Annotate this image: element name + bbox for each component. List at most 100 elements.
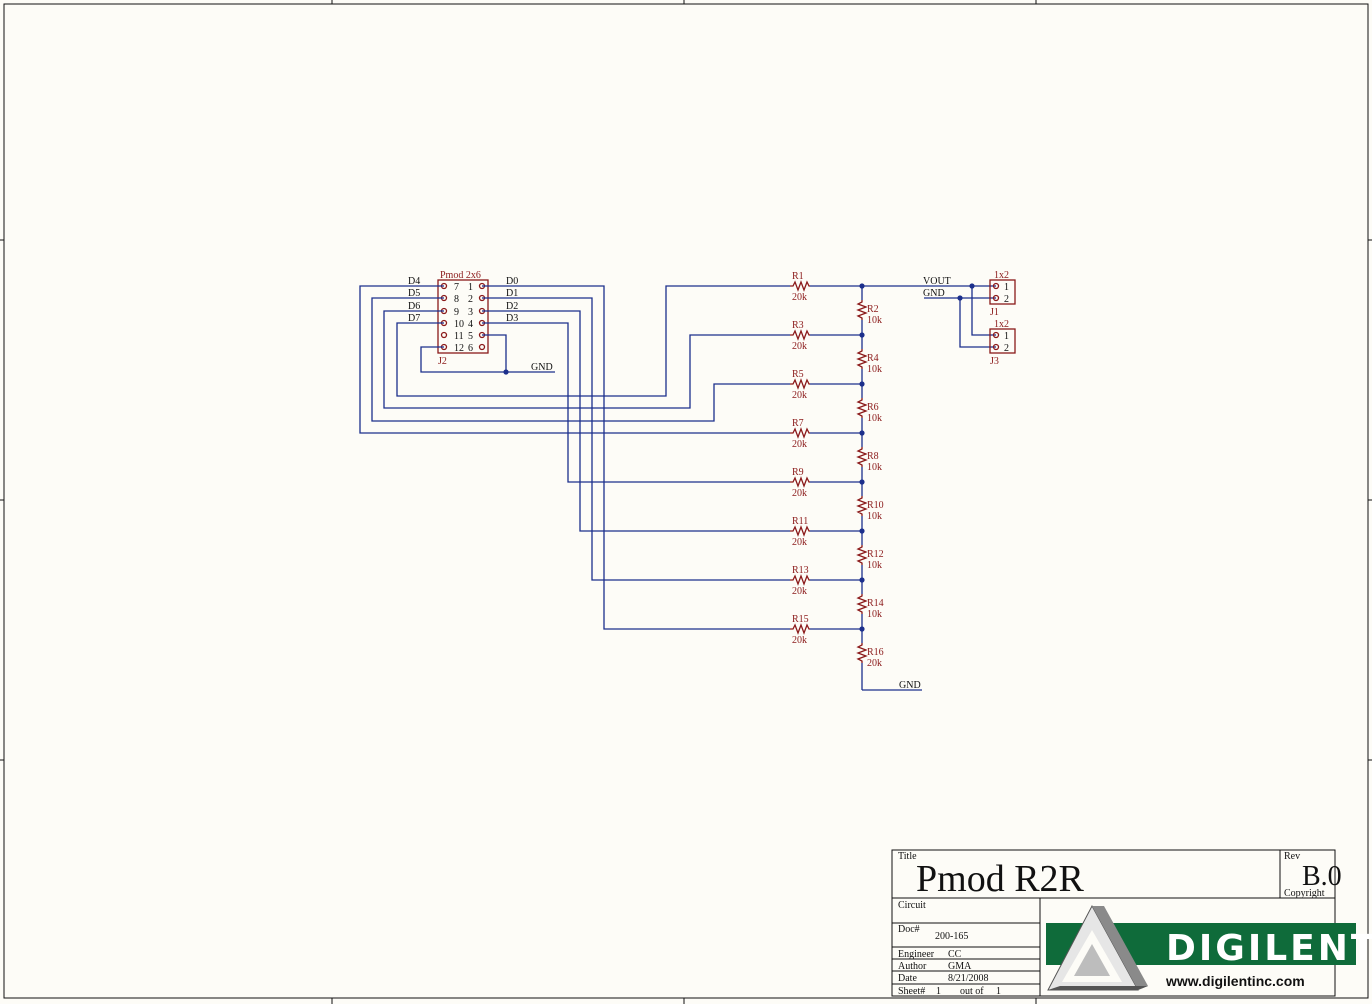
- rev-caption: Rev: [1284, 851, 1300, 862]
- rev-value: B.0: [1302, 861, 1342, 892]
- ladder-resistors: R2 10k R4 10k R6 10k R8 10k R10 10k R12 …: [856, 300, 884, 669]
- j2-body: [437, 279, 489, 354]
- svg-text:R15: R15: [792, 614, 809, 625]
- j2-pin-10: 10: [454, 319, 464, 330]
- svg-text:20k: 20k: [792, 635, 807, 646]
- svg-text:R8: R8: [867, 451, 879, 462]
- resistor-r7: R7 20k: [790, 418, 810, 450]
- svg-text:R4: R4: [867, 353, 879, 364]
- resistor-r1: R1 20k: [790, 271, 810, 303]
- net-label-d3: D3: [506, 313, 518, 324]
- j2-pin-1: 1: [468, 282, 473, 293]
- svg-text:2: 2: [1004, 294, 1009, 305]
- svg-text:10k: 10k: [867, 462, 882, 473]
- gnd-label-ladder: GND: [899, 680, 921, 691]
- wires: [359, 285, 996, 691]
- doc-caption: Doc#: [898, 924, 920, 935]
- j3-type-label: 1x2: [994, 319, 1009, 330]
- date-value: 8/21/2008: [948, 973, 989, 984]
- svg-text:R13: R13: [792, 565, 809, 576]
- outof-caption: out of: [960, 986, 984, 997]
- j2-pin-7: 7: [454, 282, 459, 293]
- svg-text:20k: 20k: [792, 439, 807, 450]
- net-label-d4: D4: [408, 276, 420, 287]
- j2-ref: J2: [438, 356, 447, 367]
- svg-text:1: 1: [1004, 282, 1009, 293]
- net-label-d5: D5: [408, 288, 420, 299]
- logo-url: www.digilentinc.com: [1165, 973, 1305, 989]
- resistor-r4: R4 10k: [856, 349, 882, 375]
- junctions: [503, 283, 975, 632]
- gnd-label-j2: GND: [531, 362, 553, 373]
- svg-text:R6: R6: [867, 402, 879, 413]
- resistor-r16: R16 20k: [856, 643, 884, 669]
- net-label-d2: D2: [506, 301, 518, 312]
- svg-text:R7: R7: [792, 418, 804, 429]
- j2-pin-4: 4: [468, 319, 473, 330]
- resistor-r8: R8 10k: [856, 447, 882, 473]
- author-value: GMA: [948, 961, 972, 972]
- series-resistors: R1 20k R3 20k R5 20k R7 20k R9 20k R11 2…: [790, 271, 810, 646]
- connector-j1: 1 2 1x2 J1: [989, 270, 1016, 318]
- svg-text:R12: R12: [867, 549, 884, 560]
- resistor-r6: R6 10k: [856, 398, 882, 424]
- resistor-r14: R14 10k: [856, 594, 884, 620]
- resistor-r13: R13 20k: [790, 565, 810, 597]
- net-label-d7: D7: [408, 313, 420, 324]
- svg-text:20k: 20k: [792, 537, 807, 548]
- j2-pin-12: 12: [454, 343, 464, 354]
- j2-pin-6: 6: [468, 343, 473, 354]
- svg-text:R10: R10: [867, 500, 884, 511]
- svg-text:R3: R3: [792, 320, 804, 331]
- svg-text:20k: 20k: [792, 341, 807, 352]
- circuit-caption: Circuit: [898, 900, 926, 911]
- j2-pin-2: 2: [468, 294, 473, 305]
- svg-text:20k: 20k: [792, 488, 807, 499]
- svg-text:R16: R16: [867, 647, 884, 658]
- j1-ref: J1: [990, 307, 999, 318]
- sheet-caption: Sheet#: [898, 986, 925, 997]
- svg-text:10k: 10k: [867, 560, 882, 571]
- svg-text:10k: 10k: [867, 315, 882, 326]
- svg-text:2: 2: [1004, 343, 1009, 354]
- title-block: Title Pmod R2R Rev B.0 Copyright Circuit…: [891, 849, 1342, 997]
- author-caption: Author: [898, 961, 927, 972]
- svg-text:R5: R5: [792, 369, 804, 380]
- j2-pin-8: 8: [454, 294, 459, 305]
- logo-wordmark: DIGILENT: [1166, 928, 1372, 969]
- resistor-r3: R3 20k: [790, 320, 810, 352]
- resistor-r11: R11 20k: [790, 516, 810, 548]
- j2-pin-5: 5: [468, 331, 473, 342]
- resistor-r12: R12 10k: [856, 545, 884, 571]
- j2-pin-3: 3: [468, 307, 473, 318]
- svg-text:10k: 10k: [867, 364, 882, 375]
- svg-text:20k: 20k: [792, 292, 807, 303]
- connector-j2: Pmod 2x6 J2 7 8 9 10 11 12 1 2 3 4 5 6: [437, 270, 489, 367]
- net-label-d1: D1: [506, 288, 518, 299]
- svg-text:10k: 10k: [867, 511, 882, 522]
- svg-text:R14: R14: [867, 598, 884, 609]
- svg-text:R9: R9: [792, 467, 804, 478]
- date-caption: Date: [898, 973, 917, 984]
- gnd-label-output: GND: [923, 288, 945, 299]
- sheet-title: Pmod R2R: [916, 858, 1085, 900]
- svg-text:1: 1: [1004, 331, 1009, 342]
- svg-text:20k: 20k: [867, 658, 882, 669]
- j3-ref: J3: [990, 356, 999, 367]
- engineer-caption: Engineer: [898, 949, 935, 960]
- svg-text:R1: R1: [792, 271, 804, 282]
- sheet-number: 1: [936, 986, 941, 997]
- digilent-logo: DIGILENT www.digilentinc.com: [1046, 904, 1372, 991]
- net-label-d6: D6: [408, 301, 420, 312]
- svg-text:R2: R2: [867, 304, 879, 315]
- j2-type-label: Pmod 2x6: [440, 270, 481, 281]
- svg-text:10k: 10k: [867, 413, 882, 424]
- resistor-r9: R9 20k: [790, 467, 810, 499]
- j2-pin-9: 9: [454, 307, 459, 318]
- engineer-value: CC: [948, 949, 962, 960]
- j2-pin-11: 11: [454, 331, 464, 342]
- vout-label: VOUT: [923, 276, 951, 287]
- j1-type-label: 1x2: [994, 270, 1009, 281]
- connector-j3: 1 2 1x2 J3: [989, 319, 1016, 367]
